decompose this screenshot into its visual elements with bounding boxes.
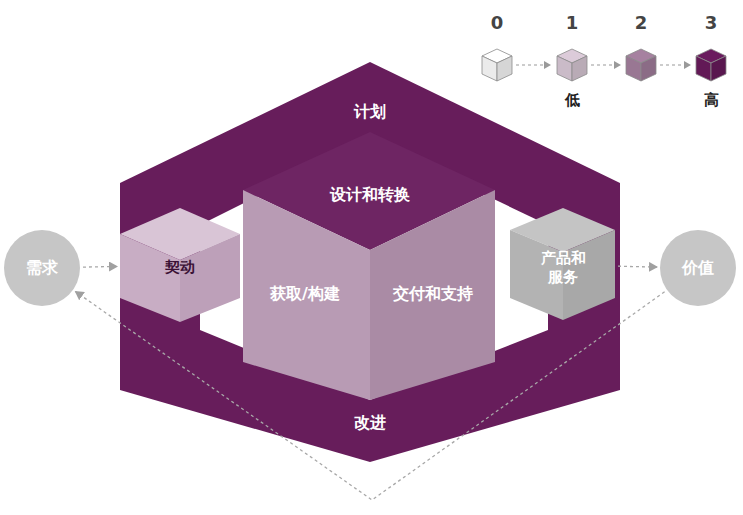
small-cube-right: [180, 234, 240, 322]
scale-label: 高: [704, 91, 719, 110]
legend-arrow: [516, 64, 550, 65]
small-cube-left: [120, 234, 180, 322]
cube-face: [711, 56, 726, 81]
legend-cube: [624, 47, 658, 83]
legend-cube: [555, 47, 589, 83]
end-circle: 价值: [660, 230, 736, 306]
cube-face: [482, 56, 497, 81]
legend-number: 1: [566, 12, 579, 33]
cube-right: [370, 190, 495, 400]
cube-face: [572, 56, 587, 81]
legend-cube: [694, 47, 728, 83]
legend-cube: [480, 47, 514, 83]
legend-arrow: [660, 64, 690, 65]
node-text: 契动: [165, 258, 195, 277]
node-text: 改进: [354, 413, 386, 433]
cube-face: [641, 56, 656, 81]
legend-arrow: [591, 64, 620, 65]
dashed-arrow: [76, 292, 665, 500]
start-circle: 需求: [4, 230, 80, 306]
legend-number: 2: [635, 12, 648, 33]
node-text: 价值: [682, 258, 714, 278]
scale-label: 低: [565, 91, 580, 110]
cube-face: [626, 56, 641, 81]
main-cube: 设计和转换获取/构建 交付和支持: [243, 132, 495, 400]
node-text: 设计和转换: [330, 185, 410, 205]
legend-number: 0: [491, 12, 504, 33]
node-text: 计划: [354, 102, 386, 122]
node-text: 交付和支持: [393, 284, 473, 304]
legend-number: 3: [705, 12, 718, 33]
dashed-arrow: [618, 266, 657, 268]
node-text: 获取/构建: [270, 284, 340, 304]
node-text: 产品和服务: [540, 249, 587, 287]
cube-face: [696, 56, 711, 81]
node-text: 需求: [26, 258, 58, 278]
frame-ring: [120, 62, 620, 462]
product-cube: 产品和服务: [510, 208, 615, 322]
cube-face: [497, 56, 512, 81]
cube-left: [243, 190, 370, 400]
cube-face: [557, 56, 572, 81]
dashed-arrow: [83, 266, 117, 268]
engage-cube: 契动: [120, 208, 240, 322]
